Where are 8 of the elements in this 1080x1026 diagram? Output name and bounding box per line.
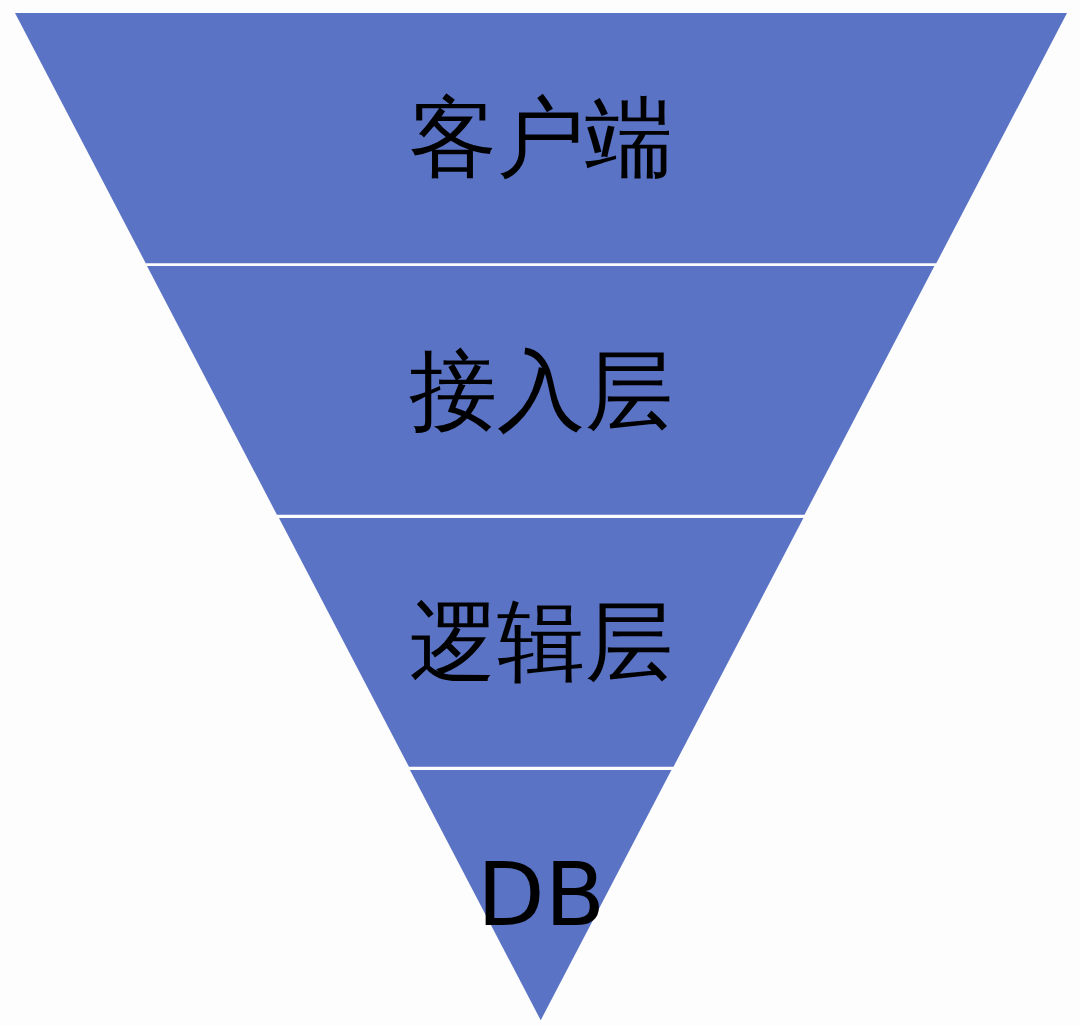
layer-label: DB — [476, 850, 606, 939]
funnel-band — [147, 266, 935, 515]
layer-label: 客户端 — [409, 94, 673, 183]
funnel-band — [410, 769, 672, 1020]
layer-label: 接入层 — [409, 346, 673, 435]
layer-label: 逻辑层 — [409, 598, 673, 687]
funnel-band — [15, 13, 1067, 264]
funnel-band — [278, 518, 804, 767]
